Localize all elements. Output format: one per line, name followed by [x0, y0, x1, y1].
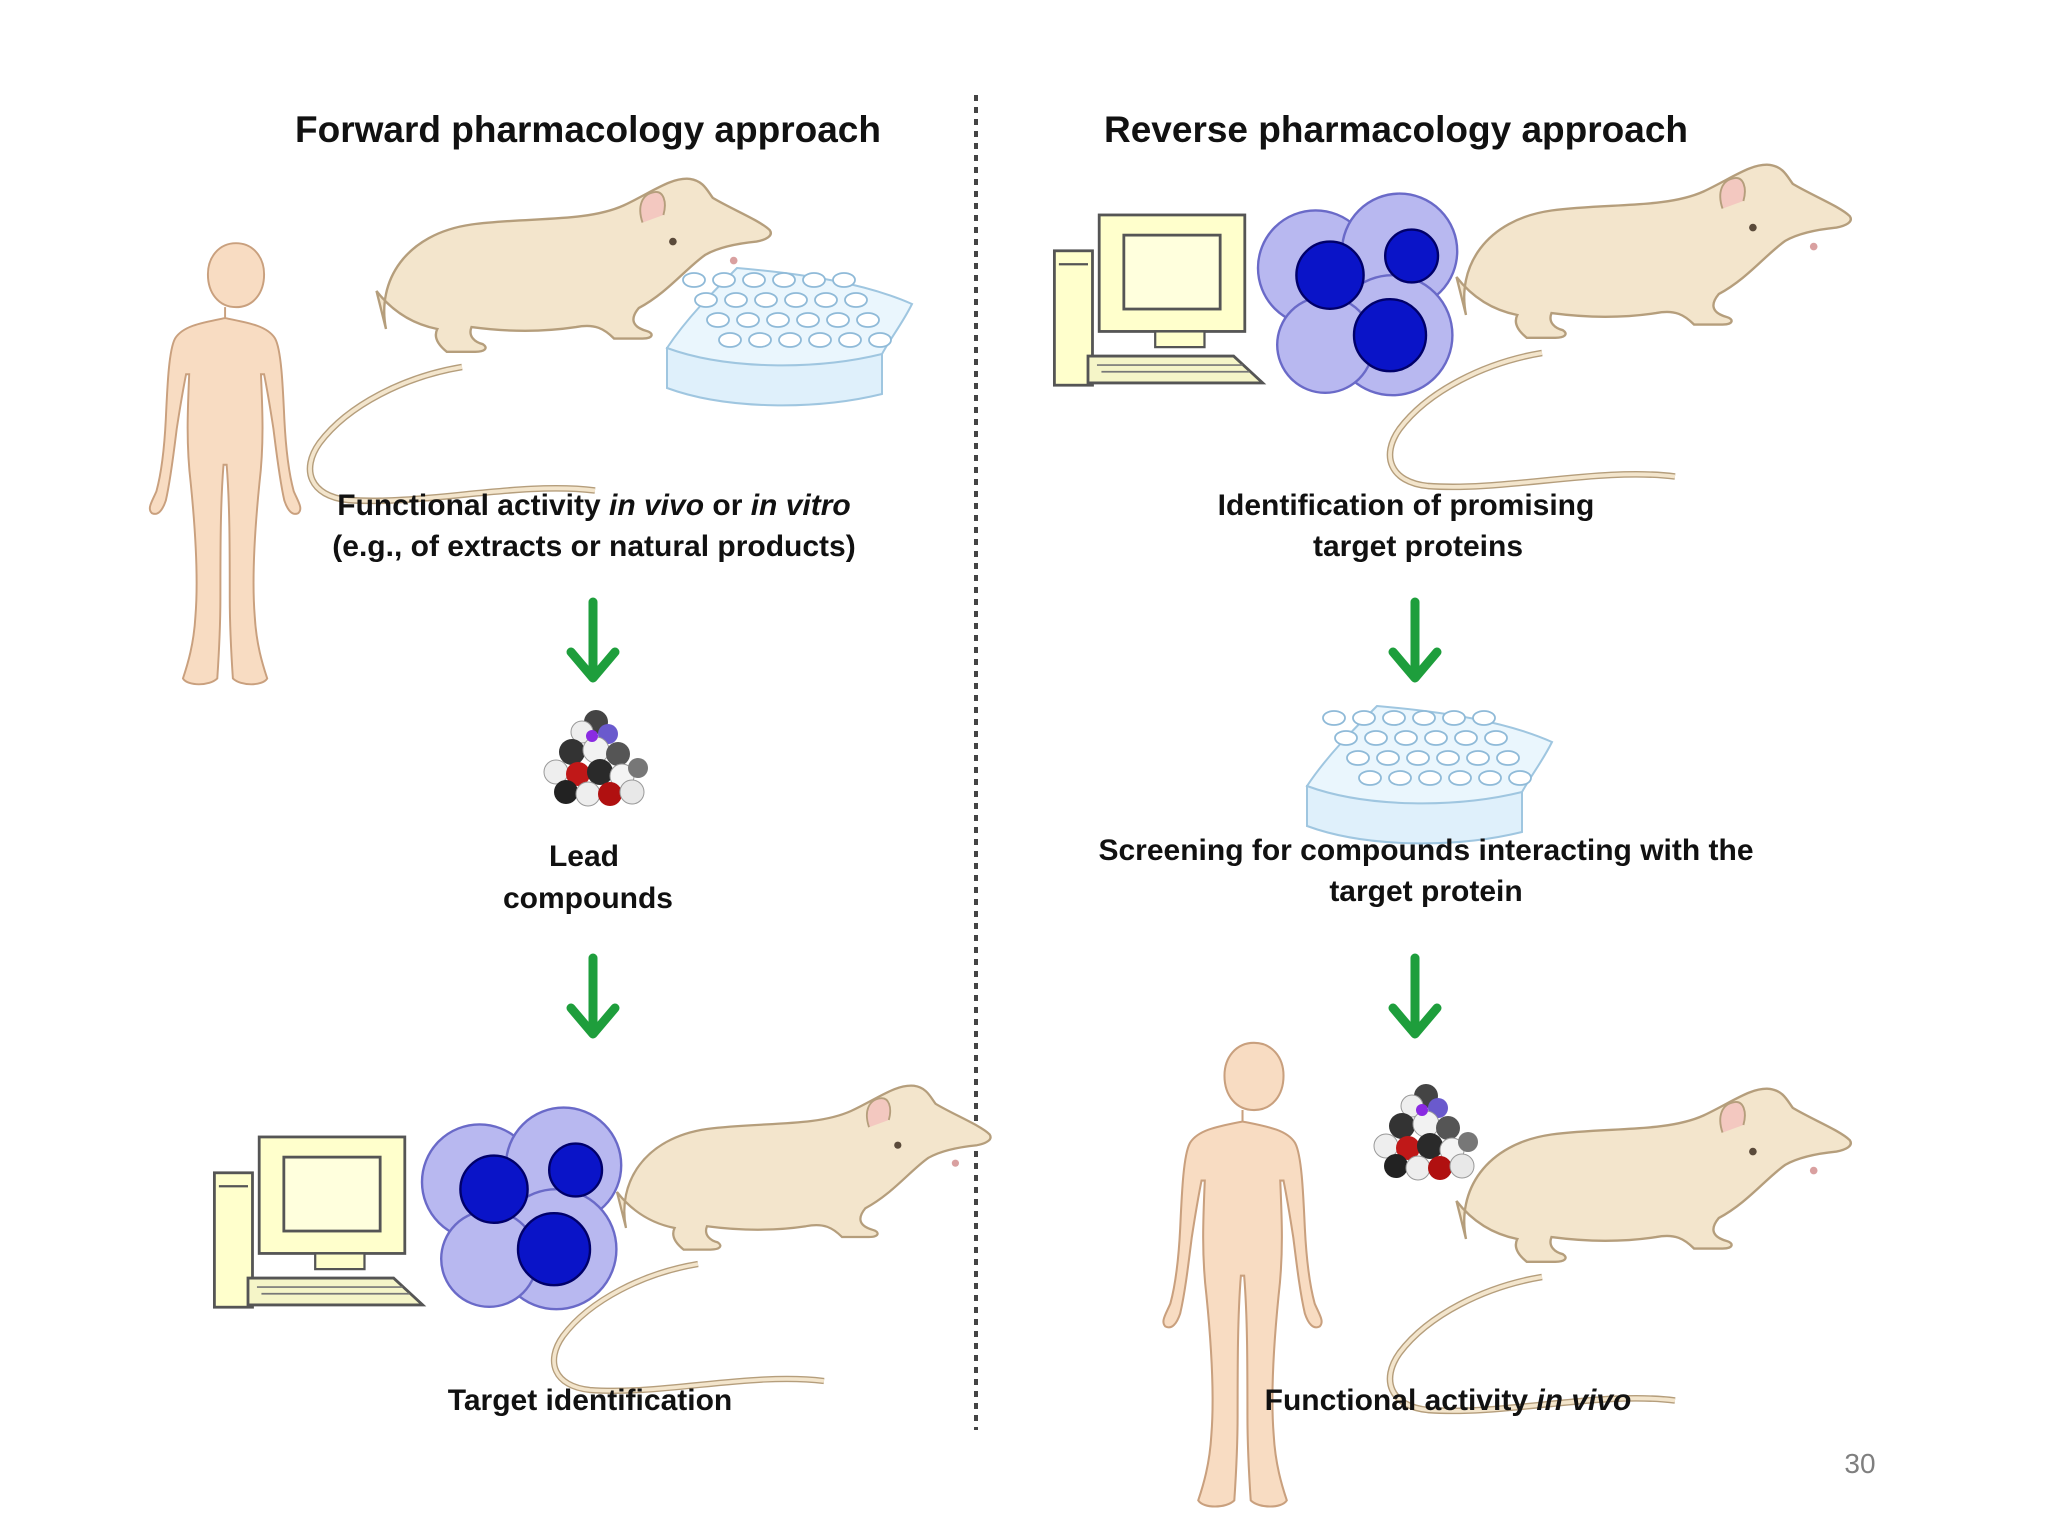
reverse-title: Reverse pharmacology approach — [1104, 109, 1688, 150]
computer-icon — [212, 1135, 425, 1309]
forward-step2-line2: compounds — [503, 882, 673, 915]
well-plate-icon — [1306, 705, 1553, 845]
reverse-step3-part-b: in vivo — [1536, 1384, 1631, 1417]
well-plate-icon — [666, 267, 913, 407]
forward-step1-part-b: in vivo — [609, 489, 704, 522]
molecule-icon — [543, 709, 649, 807]
reverse-step3: Functional activity in vivo — [1265, 1384, 1632, 1417]
rat-icon — [1390, 165, 1851, 487]
human-icon — [148, 242, 302, 686]
cell-cluster-icon — [1256, 192, 1459, 397]
down-arrow-icon — [571, 958, 615, 1034]
forward-step1-part-a: Functional activity — [337, 489, 609, 522]
forward-step1-line2: (e.g., of extracts or natural products) — [332, 530, 855, 563]
forward-step3: Target identification — [448, 1384, 732, 1417]
reverse-step2-line2: target protein — [1329, 875, 1522, 908]
forward-step2-line1: Lead — [549, 840, 619, 873]
computer-icon — [1053, 213, 1265, 387]
rat-icon — [1390, 1089, 1851, 1411]
forward-step1-part-c: or — [704, 489, 751, 522]
down-arrow-icon — [1393, 602, 1437, 678]
slide-number: 30 — [1844, 1448, 1876, 1479]
human-icon — [1162, 1041, 1323, 1508]
reverse-step1-line1: Identification of promising — [1218, 489, 1595, 522]
cell-cluster-icon — [420, 1106, 623, 1311]
down-arrow-icon — [1393, 958, 1437, 1034]
down-arrow-icon — [571, 602, 615, 678]
rat-icon — [554, 1086, 991, 1391]
molecule-icon — [1373, 1083, 1479, 1181]
reverse-step3-part-a: Functional activity — [1265, 1384, 1537, 1417]
forward-step1-line1: Functional activity in vivo or in vitro — [337, 489, 850, 522]
forward-title: Forward pharmacology approach — [295, 109, 881, 150]
reverse-step1-line2: target proteins — [1313, 530, 1523, 563]
reverse-step2-line1: Screening for compounds interacting with… — [1098, 834, 1753, 867]
forward-step1-part-d: in vitro — [751, 489, 851, 522]
